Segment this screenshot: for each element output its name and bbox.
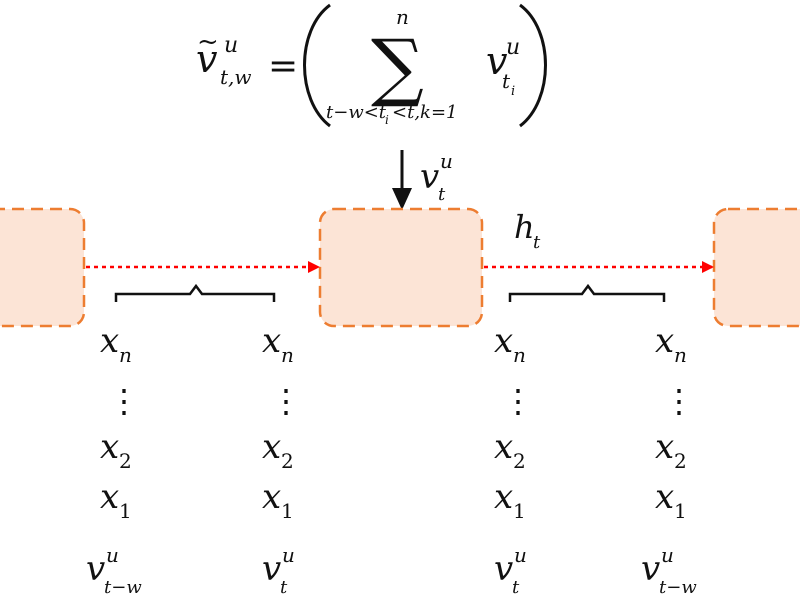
column-2-x1-base: x xyxy=(262,477,281,517)
input-arrow-head xyxy=(392,188,412,210)
column-3-x2-sub: 2 xyxy=(513,449,526,473)
column-1-x2-base: x xyxy=(100,427,119,467)
column-3-vdots: ⋮ xyxy=(502,382,534,420)
summand-base: v xyxy=(486,39,508,83)
column-3-x2-base: x xyxy=(494,427,513,467)
input-label-base: v xyxy=(420,157,439,197)
summand-sup: u xyxy=(506,35,520,60)
column-1-vdots: ⋮ xyxy=(108,382,140,420)
brace-left xyxy=(114,283,276,302)
column-2-v-base: v xyxy=(262,549,281,589)
column-4-x2-base: x xyxy=(655,427,674,467)
sum-lower-rest: <t,k=1 xyxy=(392,102,457,123)
column-3-v-sup: u xyxy=(514,543,527,567)
input-label-sup: u xyxy=(440,149,453,173)
summand-sub: t xyxy=(502,69,511,93)
sum-lower: t−w<t xyxy=(326,102,387,123)
cell-right xyxy=(712,207,800,328)
hidden-label-base: h xyxy=(514,208,535,246)
cell-middle xyxy=(318,207,484,328)
column-3-x1-sub: 1 xyxy=(513,499,526,523)
sum-symbol: ∑ xyxy=(371,24,424,110)
formula: v ~ u t,w = n ∑ t−w<t i <t,k=1 v u t i xyxy=(196,3,547,128)
column-4-x1-sub: 1 xyxy=(674,499,687,523)
column-1-x1-base: x xyxy=(100,477,119,517)
column-1-x1-sub: 1 xyxy=(119,499,132,523)
formula-equals: = xyxy=(268,46,298,87)
column-1-v-base: v xyxy=(86,549,105,589)
column-3-x1-base: x xyxy=(494,477,513,517)
column-4-x1-base: x xyxy=(655,477,674,517)
column-2-x1-sub: 1 xyxy=(281,499,294,523)
formula-lhs-base: v xyxy=(196,37,218,81)
column-2-x2-sub: 2 xyxy=(281,449,294,473)
brace-right xyxy=(508,283,666,302)
column-4-v-base: v xyxy=(641,549,660,589)
column-3-xn-sub: n xyxy=(513,343,526,367)
cell-left xyxy=(0,207,86,328)
formula-lhs-sup: u xyxy=(224,33,238,58)
formula-lhs-tilde: ~ xyxy=(197,27,219,57)
column-2-x2-base: x xyxy=(262,427,281,467)
column-1-xn-sub: n xyxy=(119,343,132,367)
column-4-vdots: ⋮ xyxy=(663,382,695,420)
summand-sub-i: i xyxy=(511,84,515,99)
column-4-xn-base: x xyxy=(655,321,674,361)
left-paren xyxy=(303,3,331,128)
column-3-v-sub: t xyxy=(512,577,520,598)
column-3-v-base: v xyxy=(494,549,513,589)
column-1-xn-base: x xyxy=(100,321,119,361)
column-2-vdots: ⋮ xyxy=(270,382,302,420)
hidden-label-sub: t xyxy=(533,232,541,253)
column-1-v-sub: t−w xyxy=(104,577,142,598)
sum-upper: n xyxy=(396,5,409,29)
column-1-v-sup: u xyxy=(106,543,119,567)
column-2-xn-base: x xyxy=(262,321,281,361)
column-4-v-sub: t−w xyxy=(659,577,697,598)
column-2-v-sub: t xyxy=(280,577,288,598)
column-1-x2-sub: 2 xyxy=(119,449,132,473)
formula-lhs-sub: t,w xyxy=(220,65,252,89)
column-2-v-sup: u xyxy=(282,543,295,567)
column-4-v-sup: u xyxy=(661,543,674,567)
column-4-xn-sub: n xyxy=(674,343,687,367)
sum-lower-i: i xyxy=(385,113,389,127)
input-label-sub: t xyxy=(438,184,446,205)
column-2-xn-sub: n xyxy=(281,343,294,367)
column-3-xn-base: x xyxy=(494,321,513,361)
right-paren xyxy=(519,3,547,128)
column-4-x2-sub: 2 xyxy=(674,449,687,473)
